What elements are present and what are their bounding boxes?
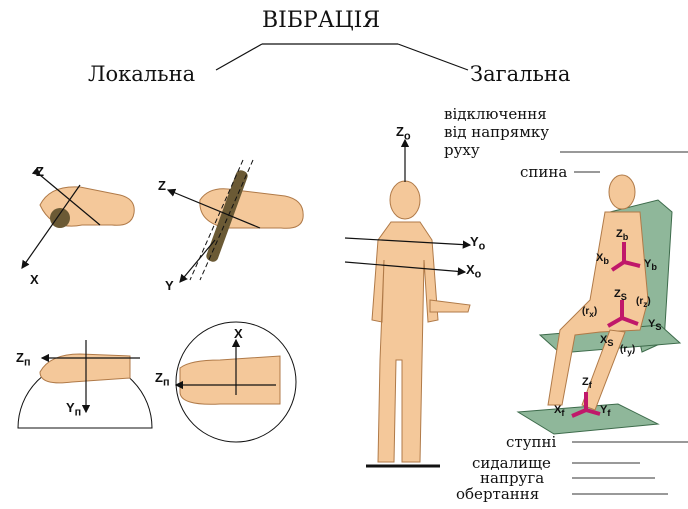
label-deviation-line1: відключення: [444, 106, 547, 123]
label-deviation-line3: руху: [444, 142, 480, 159]
hand3-axis-z: Zп: [16, 350, 31, 369]
label-deviation-line2: від напрямку: [444, 124, 549, 141]
standing-axis-y: Yо: [470, 234, 485, 253]
hand4-axis-x: X: [234, 326, 243, 341]
hand2-axis-y: Y: [165, 278, 174, 293]
seated-back-axis-y: Yb: [644, 258, 657, 272]
seated-feet-axis-x: Xf: [554, 404, 564, 418]
label-back: спина: [520, 164, 567, 181]
seated-figure: [518, 175, 680, 434]
hand1-axis-z: Z: [36, 164, 44, 179]
standing-axis-z: Zо: [396, 124, 411, 143]
seated-seat-axis-y: YS: [648, 318, 661, 332]
seated-seat-rot-y: (ry): [620, 344, 635, 357]
standing-figure: [345, 140, 470, 466]
hand2-axis-z: Z: [158, 178, 166, 193]
branch-line-left: [216, 44, 262, 70]
seated-seat-axis-x: XS: [600, 334, 613, 348]
hand-grip-ball-figure: [22, 175, 134, 268]
seated-feet-axis-z: Zf: [582, 376, 592, 390]
label-rotation: обертання: [456, 486, 539, 503]
label-feet: ступні: [506, 434, 556, 451]
standing-axis-x: Xо: [466, 262, 481, 281]
hand1-axis-x: X: [30, 272, 39, 287]
seated-seat-rot-z: (rz): [636, 296, 651, 309]
seated-back-axis-x: Xb: [596, 252, 609, 266]
seated-back-axis-z: Zb: [616, 228, 628, 242]
hand3-axis-y: Yп: [66, 400, 81, 419]
seated-feet-axis-y: Yf: [600, 404, 610, 418]
hand-palm-dome-figure: [18, 340, 152, 428]
hand-grip-handle-figure: [168, 160, 303, 282]
hand4-axis-z: Zп: [155, 370, 170, 389]
seated-seat-rot-x: (rx): [582, 306, 597, 319]
branch-line-right: [398, 44, 468, 70]
seated-seat-axis-z: ZS: [614, 288, 627, 302]
